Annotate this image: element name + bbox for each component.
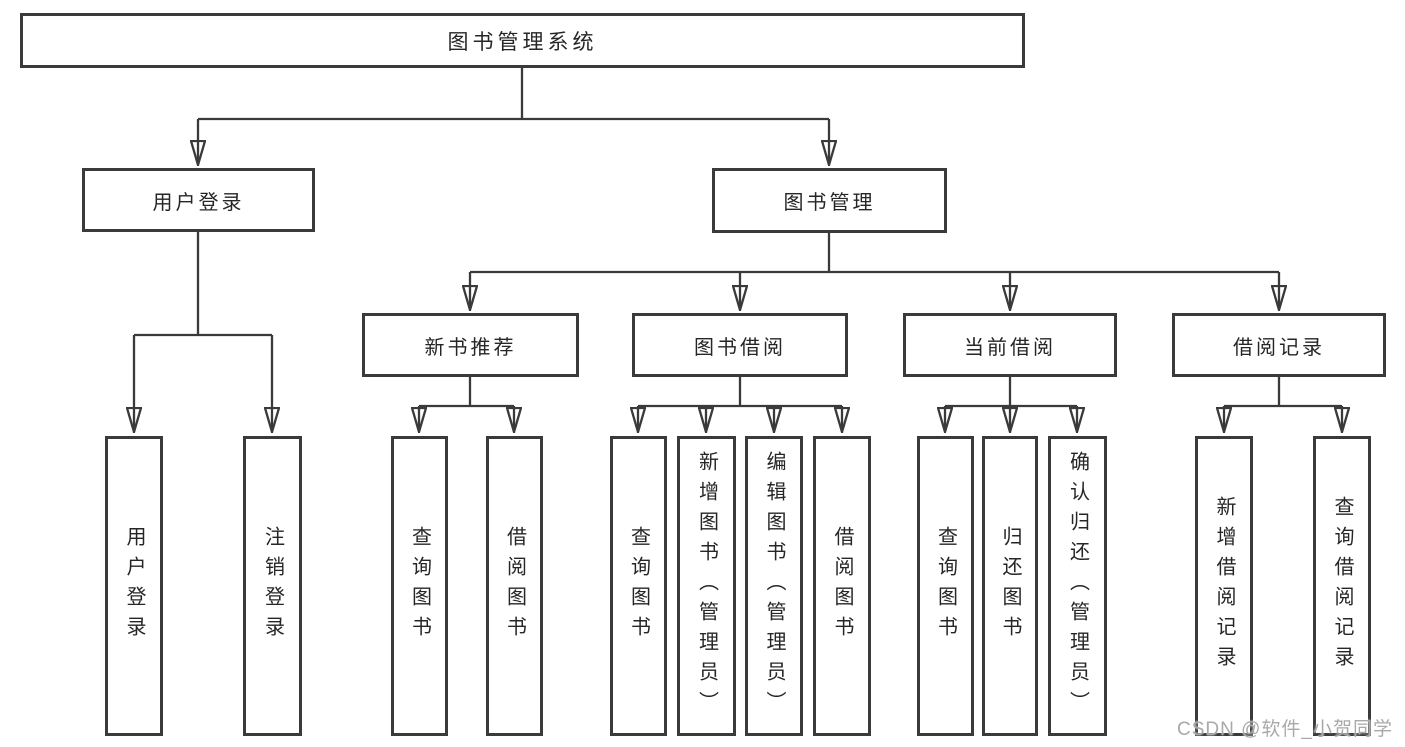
node-confirm-return-admin: 确认归还（管理员） [1048, 436, 1107, 736]
node-query-borrow-record: 查询借阅记录 [1313, 436, 1371, 736]
node-logout-action: 注销登录 [243, 436, 302, 736]
node-user-login-action: 用户登录 [105, 436, 163, 736]
node-system: 图书管理系统 [20, 13, 1025, 68]
node-return-books: 归还图书 [982, 436, 1038, 736]
node-borrow-books-borrowing: 借阅图书 [813, 436, 871, 736]
node-new-book-recommend: 新书推荐 [362, 313, 579, 377]
node-query-books-borrowing: 查询图书 [610, 436, 667, 736]
node-add-borrow-record: 新增借阅记录 [1195, 436, 1253, 736]
node-borrowing-records: 借阅记录 [1172, 313, 1386, 377]
node-book-management: 图书管理 [712, 168, 947, 233]
node-user-login: 用户登录 [82, 168, 315, 232]
node-book-borrowing: 图书借阅 [632, 313, 848, 377]
node-add-books-admin: 新增图书（管理员） [677, 436, 736, 736]
node-borrow-books-recommend: 借阅图书 [486, 436, 543, 736]
node-query-books-current: 查询图书 [917, 436, 974, 736]
node-query-books-recommend: 查询图书 [391, 436, 448, 736]
node-current-borrowing: 当前借阅 [903, 313, 1117, 377]
csdn-watermark: CSDN @软件_小贺同学 [1177, 719, 1393, 740]
node-edit-books-admin: 编辑图书（管理员） [745, 436, 803, 736]
